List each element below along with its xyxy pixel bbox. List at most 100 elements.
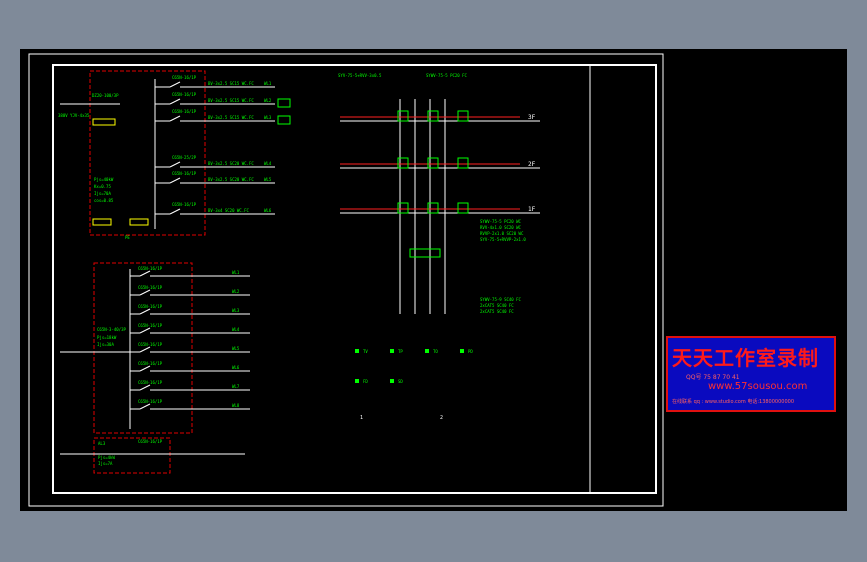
panel-a-circuit-label: WL5 — [264, 177, 272, 182]
riser-right-cable: RVVP-2x1.0 SC20 WC — [480, 231, 524, 236]
panel-a-feeder-label: C65N-16/1P — [172, 202, 197, 207]
panel-c-box — [93, 437, 171, 474]
panel-a-terminal — [92, 118, 116, 126]
panel-a-circuit-label: WL6 — [264, 208, 272, 213]
legend-item: PD — [468, 349, 473, 354]
panel-a-cable-label: BV-3x2.5 SC15 WC.FC — [208, 115, 254, 120]
riser-junction-box — [397, 202, 409, 214]
legend-note: 1 — [360, 415, 363, 421]
panel-a: 380V YJV-4x35DZ20-100/3PC65N-16/1PBV-3x2… — [58, 75, 291, 240]
panel-b-feeder-label: C65N-16/1P — [138, 323, 163, 328]
legend-item: FD — [363, 379, 368, 384]
panel-a-switch-blade — [169, 208, 181, 215]
panel-b-switch-blade — [139, 270, 151, 277]
riser-right-cable: RVV-4x1.0 SC20 WC — [480, 225, 522, 230]
panel-b-circuit-label: WL5 — [232, 346, 240, 351]
panel-a-box — [89, 70, 206, 236]
legend-item: SD — [398, 379, 403, 384]
riser-floor-label: 3F — [528, 114, 536, 121]
legend-note: 2 — [440, 415, 443, 421]
panel-a-cable-label: BV-3x2.5 SC15 WC.FC — [208, 81, 254, 86]
panel-a-circuit-label: WL1 — [264, 81, 272, 86]
riser-diagram: SYV-75-5+RVV-3x0.5 SYWV-75-5 PC20 FC 3F 2F 1… — [338, 73, 540, 314]
panel-a-circuit-label: WL2 — [264, 98, 272, 103]
watermark-url: www.57sousou.com — [708, 381, 808, 392]
panel-b-feeder-label: C65N-16/1P — [138, 304, 163, 309]
riser-floor-label: 2F — [528, 161, 536, 168]
panel-a-terminal — [129, 218, 149, 226]
riser-top-cable: SYV-75-5+RVV-3x0.5 — [338, 73, 382, 78]
panel-a-cable-label: BV-3x2.5 SC20 WC.FC — [208, 177, 254, 182]
legend-symbol — [355, 379, 359, 383]
panel-a-feeder-label: C65N-16/1P — [172, 92, 197, 97]
riser-right-cable: SYWV-75-5 PC20 WC — [480, 219, 522, 224]
watermark-line1: QQ号 75 87 70 41 — [686, 374, 740, 381]
legend-symbol — [425, 349, 429, 353]
riser-junction-box — [457, 202, 469, 214]
panel-a-circuit-label: WL4 — [264, 161, 272, 166]
panel-b: C65N-3-40/3P Pjs=18kW Ijs=30A C65N-16/1P WL1… — [60, 266, 250, 429]
panel-b-feeder-label: C65N-16/1P — [138, 285, 163, 290]
panel-a-param: Ijs=70A — [94, 191, 111, 196]
legend-symbol — [390, 349, 394, 353]
riser-junction-box — [397, 110, 409, 122]
panel-a-main-switch: DZ20-100/3P — [92, 93, 119, 98]
riser-junction-box — [427, 110, 439, 122]
inner-frame — [52, 64, 657, 494]
panel-b-switch-blade — [139, 289, 151, 296]
panel-b-box — [93, 262, 193, 434]
panel-a-feeder-label: C65N-16/1P — [172, 75, 197, 80]
panel-b-circuit-label: WL2 — [232, 289, 240, 294]
panel-a-terminal — [92, 218, 112, 226]
panel-b-switch-blade — [139, 308, 151, 315]
panel-a-circuit-label: WL3 — [264, 115, 272, 120]
panel-b-feeder-label: C65N-16/1P — [138, 361, 163, 366]
panel-a-cable-label: BV-3x4 SC20 WC.FC — [208, 208, 250, 213]
legend-item: TO — [433, 349, 438, 354]
riser-junction-box — [457, 110, 469, 122]
panel-b-param: Pjs=18kW — [97, 335, 117, 340]
panel-a-switch-blade — [169, 81, 181, 88]
panel-a-feeder-label: C65N-16/1P — [172, 171, 197, 176]
watermark-badge: 天天工作室录制 QQ号 75 87 70 41 www.57sousou.com… — [666, 336, 836, 412]
riser-bottom-cable: 2xCAT5 SC40 FC — [480, 309, 514, 314]
cad-drawing: 380V YJV-4x35DZ20-100/3PC65N-16/1PBV-3x2… — [28, 53, 664, 507]
panel-a-meter-box — [277, 115, 291, 125]
panel-c-param: Pjs=4kW — [98, 455, 115, 460]
legend-item: TV — [363, 349, 368, 354]
panel-c-feeder: C65N-16/1P — [138, 439, 163, 444]
panel-b-circuit-label: WL8 — [232, 403, 240, 408]
panel-a-switch-blade — [169, 161, 181, 168]
riser-floor-label: 1F — [528, 206, 536, 213]
panel-b-feeder-label: C65N-16/1P — [138, 342, 163, 347]
riser-top-cable2: SYWV-75-5 PC20 FC — [426, 73, 468, 78]
panel-b-circuit-label: WL4 — [232, 327, 240, 332]
panel-b-switch-blade — [139, 365, 151, 372]
panel-b-circuit-label: WL3 — [232, 308, 240, 313]
panel-b-switch-blade — [139, 346, 151, 353]
panel-b-param: Ijs=30A — [97, 342, 114, 347]
panel-a-feeder-label: C65N-25/2P — [172, 155, 197, 160]
riser-junction-box — [457, 157, 469, 169]
watermark-title: 天天工作室录制 — [672, 346, 819, 370]
panel-c-label: AL3 — [98, 441, 106, 446]
panel-a-meter-box — [277, 98, 291, 108]
panel-b-main-switch: C65N-3-40/3P — [97, 327, 126, 332]
riser-right-cable: SYV-75-5+RVVP-2x1.0 — [480, 237, 526, 242]
panel-a-bottom-label: PE — [125, 235, 130, 240]
riser-junction-box — [397, 157, 409, 169]
panel-b-switch-blade — [139, 384, 151, 391]
legend-symbol — [390, 379, 394, 383]
legend: TV TP TO PD FD SD 1 2 — [355, 349, 473, 421]
legend-symbol — [460, 349, 464, 353]
panel-b-circuit-label: WL6 — [232, 365, 240, 370]
watermark-line3: 在线联系 qq : www.studio.com 电话:13800000000 — [672, 399, 795, 405]
riser-junction-box — [427, 202, 439, 214]
panel-b-feeder-label: C65N-16/1P — [138, 380, 163, 385]
panel-a-param: Kx=0.75 — [94, 184, 111, 189]
panel-b-circuit-label: WL1 — [232, 270, 240, 275]
outer-frame — [28, 53, 664, 507]
legend-item: TP — [398, 349, 403, 354]
